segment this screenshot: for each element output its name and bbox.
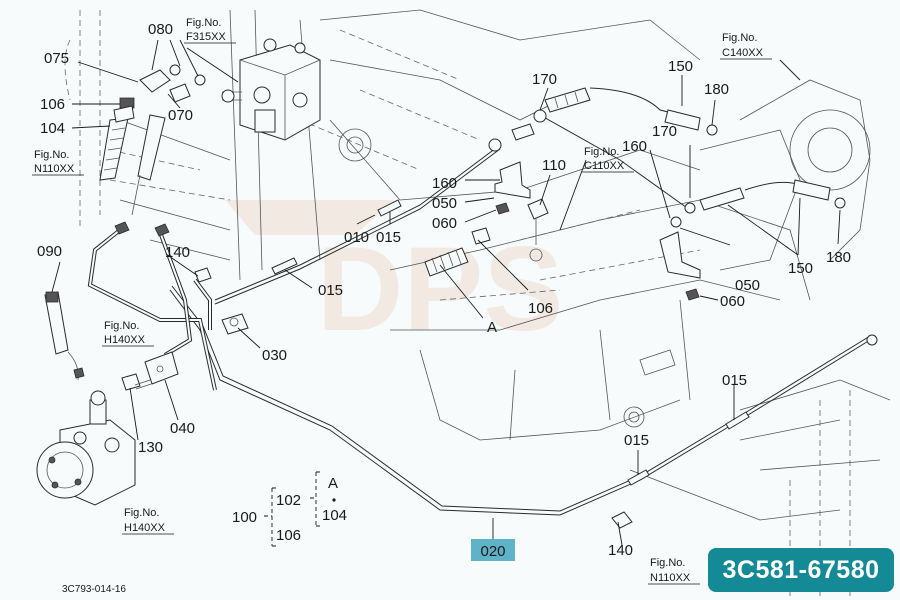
callout-030: 030 — [262, 347, 287, 364]
nut-180 — [706, 124, 846, 209]
figref-code: C110XX — [584, 160, 625, 172]
figref-code: F315XX — [186, 31, 226, 43]
callout-080: 080 — [148, 21, 173, 38]
figref-f315[interactable]: Fig.No. F315XX — [184, 17, 236, 44]
callout-060-right: 060 — [720, 293, 745, 310]
bolt-130 — [121, 373, 152, 391]
bracket-160-050-left — [494, 161, 531, 199]
bolt-060-right — [685, 288, 700, 301]
callout-140-upper: 140 — [165, 244, 190, 261]
watermark-text: DPS — [317, 222, 564, 356]
callout-020-highlighted[interactable]: 020 — [471, 539, 515, 561]
callout-180-right: 180 — [826, 249, 851, 266]
figref-c140[interactable]: Fig.No. C140XX — [720, 32, 772, 60]
figref-label: Fig.No. — [34, 149, 69, 161]
group-102: 102 — [276, 492, 301, 509]
hose-104 — [99, 117, 129, 181]
figref-code: N110XX — [650, 572, 691, 584]
figref-label: Fig.No. — [584, 146, 619, 158]
figref-n110-left[interactable]: Fig.No. N110XX — [32, 149, 84, 176]
clamp-140-upper — [194, 267, 212, 283]
control-valve-block — [221, 38, 321, 141]
figref-code: H140XX — [124, 522, 166, 534]
cable-end-150-mid — [670, 187, 745, 228]
callout-040: 040 — [170, 420, 195, 437]
clamp-030 — [221, 313, 249, 335]
nut-170-upper — [533, 109, 547, 123]
bolt-060-left — [495, 202, 510, 215]
callout-170-right: 170 — [652, 123, 677, 140]
cable-end-010-fitting — [488, 123, 535, 152]
callout-015-a: 015 — [318, 282, 343, 299]
callout-015-d: 015 — [624, 432, 649, 449]
figref-label: Fig.No. — [104, 320, 139, 332]
clamp-140-lower — [611, 511, 633, 529]
callouts: 075 080 070 106 104 090 140 130 040 030 … — [37, 21, 851, 559]
figref-label: Fig.No. — [124, 507, 159, 519]
figref-h140-lower[interactable]: Fig.No. H140XX — [122, 507, 174, 535]
pin-110 — [527, 198, 549, 262]
callout-110: 110 — [542, 157, 566, 174]
part-number-badge: 3C581-67580 — [708, 548, 894, 592]
figref-code: N110XX — [34, 163, 75, 175]
callout-130: 130 — [138, 439, 163, 456]
callout-090: 090 — [37, 243, 62, 260]
marker-a: A — [487, 319, 497, 336]
callout-170-upper: 170 — [532, 71, 557, 88]
hydraulic-pipes — [87, 228, 217, 391]
group-106: 106 — [276, 527, 301, 544]
callout-070: 070 — [168, 107, 193, 124]
figref-n110-bottom[interactable]: Fig.No. N110XX — [648, 557, 700, 585]
figref-c110[interactable]: Fig.No. C110XX — [582, 146, 634, 173]
callout-010: 010 — [344, 229, 369, 246]
callout-015-b: 015 — [376, 229, 401, 246]
group-104: 104 — [322, 507, 347, 524]
callout-075: 075 — [44, 50, 69, 67]
hose-070 — [131, 114, 166, 216]
callout-050-left: 050 — [432, 195, 457, 212]
callout-020: 020 — [480, 543, 505, 560]
figref-label: Fig.No. — [722, 32, 757, 44]
cable-end-150-upper — [544, 87, 591, 113]
callout-106-mid: 106 — [528, 300, 553, 317]
callout-106-left: 106 — [40, 96, 65, 113]
figref-label: Fig.No. — [650, 557, 685, 569]
cable-010 — [214, 144, 501, 305]
figref-code: C140XX — [722, 47, 764, 59]
callout-160-left: 160 — [432, 175, 457, 192]
assembly-group-legend: 100 102 106 A 104 — [232, 471, 347, 547]
callout-104: 104 — [40, 120, 65, 137]
bracket-040 — [144, 351, 179, 385]
callout-140-lower: 140 — [608, 542, 633, 559]
fittings-top-left — [113, 64, 206, 237]
spring-102 — [424, 247, 469, 277]
control-cables-right — [539, 87, 801, 211]
callout-150-right: 150 — [788, 260, 813, 277]
steering-unit — [36, 390, 136, 506]
callout-180-upper: 180 — [704, 81, 729, 98]
figure-references: Fig.No. F315XX Fig.No. N110XX Fig.No. H1… — [32, 17, 772, 585]
sensor-090 — [44, 291, 85, 381]
figref-h140-upper[interactable]: Fig.No. H140XX — [102, 320, 154, 347]
callout-150-upper: 150 — [668, 58, 693, 75]
figref-label: Fig.No. — [186, 17, 221, 29]
callout-060-left: 060 — [432, 215, 457, 232]
bracket-160-050-right — [659, 231, 701, 279]
group-a: A — [328, 475, 338, 492]
watermark: DPS — [225, 200, 563, 356]
group-dot — [332, 498, 336, 502]
callout-015-c: 015 — [722, 372, 747, 389]
callout-020-highlight — [471, 539, 515, 561]
leader-lines — [51, 39, 841, 546]
group-100: 100 — [232, 509, 257, 526]
callout-160-right: 160 — [622, 138, 647, 155]
clevis-106 — [471, 227, 491, 245]
callout-050-right: 050 — [735, 277, 760, 294]
cable-end-150-right — [664, 109, 831, 201]
figref-code: H140XX — [104, 334, 146, 346]
machine-housing-outline — [64, 9, 891, 600]
drawing-code: 3C793-014-16 — [62, 584, 126, 595]
